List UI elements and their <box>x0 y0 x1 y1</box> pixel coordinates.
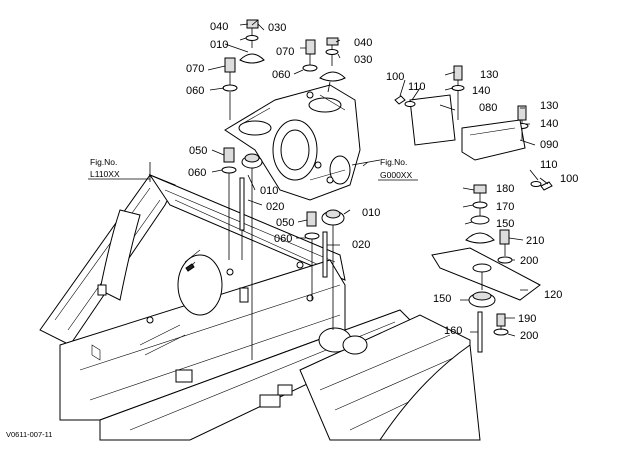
chassis-frame <box>39 173 481 441</box>
callout-labels: 040 030 010 070 060 050 060 010 020 070 … <box>186 21 578 342</box>
fig-ref-label: Fig.No. <box>90 157 117 167</box>
callout-100-top: 100 <box>386 71 404 83</box>
callout-210: 210 <box>526 235 544 247</box>
leader-lines <box>149 19 549 337</box>
callout-140-top: 140 <box>472 85 490 97</box>
right-lower-mount <box>431 184 541 353</box>
callout-010-top-left: 010 <box>210 39 228 51</box>
callout-040-mid: 040 <box>354 37 372 49</box>
callout-130-right: 130 <box>540 100 558 112</box>
callout-110-right: 110 <box>540 159 558 171</box>
callout-030-left: 030 <box>268 22 286 34</box>
callout-060-mid: 060 <box>272 69 290 81</box>
center-housing <box>224 84 361 201</box>
drawing-code: V0611-007-11 <box>6 430 52 439</box>
fig-ref-l110xx: Fig.No. L110XX <box>88 157 150 180</box>
callout-110-top: 110 <box>408 81 426 93</box>
callout-070-mid: 070 <box>276 46 294 58</box>
callout-060-mid-lower: 060 <box>274 233 292 245</box>
callout-050-left: 050 <box>189 145 207 157</box>
fig-ref-number: L110XX <box>90 169 120 179</box>
callout-150-bottom: 150 <box>433 293 451 305</box>
callout-060-left-lower: 060 <box>188 167 206 179</box>
fig-ref-g000xx: Fig.No. G000XX <box>378 157 418 181</box>
callout-030-mid: 030 <box>354 54 372 66</box>
fig-ref-number: G000XX <box>380 170 412 180</box>
callout-150-top: 150 <box>496 218 514 230</box>
callout-170: 170 <box>496 201 514 213</box>
middle-mount-stack <box>302 37 346 330</box>
callout-100-right: 100 <box>560 173 578 185</box>
callout-060-left: 060 <box>186 85 204 97</box>
callout-190: 190 <box>518 313 536 325</box>
callout-130-top: 130 <box>480 69 498 81</box>
callout-040-left: 040 <box>210 21 228 33</box>
callout-120: 120 <box>544 289 562 301</box>
callout-010-left: 010 <box>260 185 278 197</box>
callout-050-mid: 050 <box>276 217 294 229</box>
fig-ref-label: Fig.No. <box>380 157 407 167</box>
callout-140-right: 140 <box>540 118 558 130</box>
callout-200-top: 200 <box>520 255 538 267</box>
callout-020-mid: 020 <box>352 239 370 251</box>
callout-200-bottom: 200 <box>520 330 538 342</box>
callout-160: 160 <box>444 325 462 337</box>
callout-080: 080 <box>479 102 497 114</box>
callout-090: 090 <box>540 139 558 151</box>
callout-010-mid: 010 <box>362 207 380 219</box>
callout-180: 180 <box>496 183 514 195</box>
callout-070-left: 070 <box>186 63 204 75</box>
left-mount-stack <box>221 19 265 360</box>
right-bracket-assembly <box>394 65 553 191</box>
callout-020-left: 020 <box>266 201 284 213</box>
